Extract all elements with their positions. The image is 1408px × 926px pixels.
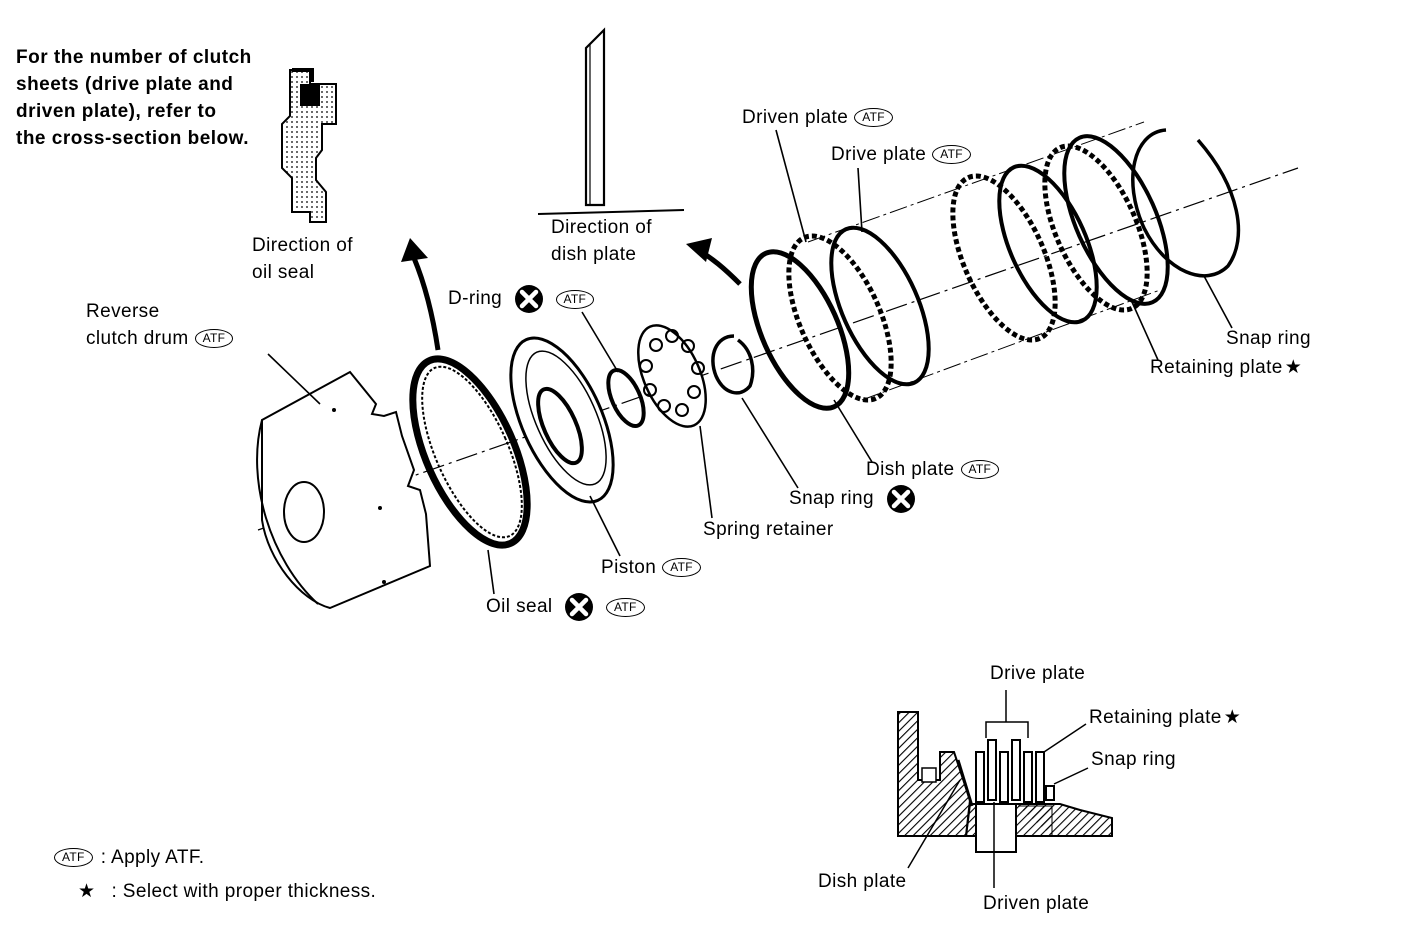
atf-badge: ATF bbox=[194, 329, 234, 349]
replace-x-icon bbox=[514, 284, 544, 314]
dish-plate-direction-arrow bbox=[686, 238, 742, 286]
retaining-plate-part bbox=[1062, 134, 1170, 306]
clutch-sheet-note: For the number of clutch sheets (drive p… bbox=[16, 47, 252, 149]
driven-plate-parts bbox=[786, 143, 1150, 403]
star-icon: ★ bbox=[1223, 707, 1242, 728]
cross-section-view bbox=[897, 690, 1113, 888]
replace-x-icon bbox=[564, 592, 594, 622]
oil-seal-direction-arrow bbox=[401, 238, 441, 351]
dish-plate-part bbox=[748, 249, 852, 411]
star-icon: ★ bbox=[78, 881, 96, 902]
direction-oil-seal-label: Direction of oil seal bbox=[252, 235, 353, 283]
drive-plate-parts bbox=[829, 163, 1099, 387]
cs-snap-ring-label: Snap ring bbox=[1091, 749, 1176, 770]
replace-x-icon bbox=[886, 484, 916, 514]
star-icon: ★ bbox=[1284, 357, 1303, 378]
spring-retainer-part bbox=[637, 324, 707, 428]
legend-atf: ATF: Apply ATF. bbox=[54, 844, 204, 871]
atf-badge: ATF bbox=[854, 108, 893, 128]
reverse-clutch-drum bbox=[256, 370, 432, 610]
piston-part bbox=[509, 336, 615, 504]
oil-seal-ring bbox=[409, 355, 531, 549]
d-ring-label: D-ring ATF bbox=[448, 284, 595, 314]
cs-dish-plate-label: Dish plate bbox=[818, 871, 907, 892]
inner-snap-ring-label: Snap ring bbox=[789, 484, 916, 514]
cs-driven-plate-label: Driven plate bbox=[983, 893, 1090, 914]
atf-badge: ATF bbox=[662, 558, 701, 578]
atf-badge: ATF bbox=[605, 597, 645, 617]
d-ring-part bbox=[606, 368, 646, 428]
inner-snap-ring-part bbox=[711, 334, 755, 395]
leader-lines bbox=[267, 129, 1233, 595]
cs-drive-plate-label: Drive plate bbox=[990, 663, 1086, 684]
oil-seal-detail bbox=[281, 68, 337, 223]
spring-retainer-label: Spring retainer bbox=[703, 519, 834, 540]
dish-plate-detail bbox=[537, 27, 685, 215]
atf-badge: ATF bbox=[960, 460, 1000, 480]
atf-badge: ATF bbox=[555, 289, 595, 309]
atf-badge: ATF bbox=[54, 848, 93, 868]
legend-star: ★: Select with proper thickness. bbox=[78, 881, 377, 902]
direction-dish-plate-label: Direction of dish plate bbox=[551, 217, 652, 265]
oil-seal-label: Oil seal ATF bbox=[486, 592, 645, 622]
outer-snap-ring-part bbox=[1131, 128, 1241, 278]
atf-badge: ATF bbox=[932, 145, 971, 165]
outer-snap-ring-label: Snap ring bbox=[1226, 328, 1311, 349]
cs-retaining-plate-label: Retaining plate★ bbox=[1089, 704, 1241, 731]
retaining-plate-label: Retaining plate★ bbox=[1150, 354, 1302, 381]
